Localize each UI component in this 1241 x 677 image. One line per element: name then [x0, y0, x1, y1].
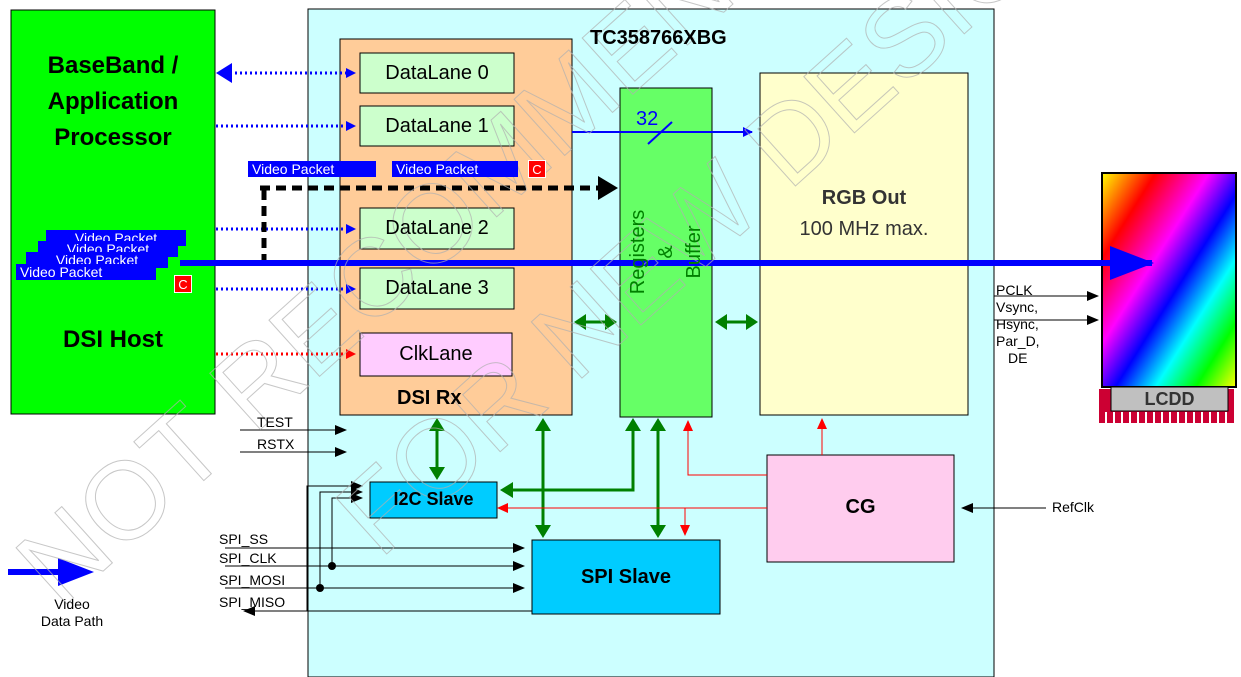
rgb-out-subtitle: 100 MHz max.: [799, 218, 929, 240]
pclk-signal: PCLK: [996, 282, 1033, 298]
packet-path-arrow: [598, 176, 618, 200]
lcd-signal-lines: [994, 291, 1099, 325]
lane-3: [359, 267, 515, 310]
host-line-3: Processor: [54, 124, 172, 151]
de-signal: DE: [1008, 350, 1028, 366]
c-marker-top: C: [528, 160, 546, 178]
i2c-block: [369, 481, 498, 519]
chip-title: TC358766XBG: [590, 27, 727, 49]
lane-1: [359, 105, 515, 147]
control-signals: [225, 425, 532, 616]
junction-1: [316, 584, 324, 592]
cg-label: CG: [845, 496, 876, 518]
junction-2: [328, 562, 336, 570]
lane-1-label: DataLane 1: [385, 115, 489, 137]
registers-line-3: Buffer: [683, 225, 705, 279]
test-signal: TEST: [257, 414, 293, 430]
c-marker-host: C: [174, 275, 192, 293]
green-links: [429, 314, 758, 538]
clk-lane: [359, 332, 513, 377]
bus-slash: [647, 121, 673, 145]
host-block: [10, 9, 216, 415]
lane-3-label: DataLane 3: [385, 277, 489, 299]
lane-2-label: DataLane 2: [385, 217, 489, 239]
spi-mosi-signal: SPI_MOSI: [219, 572, 286, 588]
registers-line-2: &: [655, 245, 677, 259]
rstx-signal: RSTX: [257, 436, 295, 452]
legend-line-1: Video: [54, 596, 90, 612]
dsi-rx-label: DSI Rx: [397, 387, 462, 409]
video-packet-top-1: Video Packet: [248, 161, 376, 177]
lcd-panel: [1099, 172, 1237, 423]
spi-miso-signal: SPI_MISO: [219, 594, 286, 610]
registers-block: [619, 87, 713, 418]
lane-0-label: DataLane 0: [385, 62, 489, 84]
lane-2: [359, 207, 515, 250]
video-packet-top-2: Video Packet: [392, 161, 518, 177]
spi-label: SPI Slave: [580, 566, 672, 588]
legend-arrowhead: [58, 558, 94, 586]
bus-width-label: 32: [636, 108, 659, 130]
clk-lane-label: ClkLane: [399, 343, 473, 365]
lcd-label: LCDD: [1144, 389, 1195, 409]
par-d-signal: Par_D,: [996, 333, 1040, 349]
hsync-signal: Hsync,: [996, 316, 1039, 332]
refclk-signal: RefClk: [1052, 499, 1095, 515]
rgb-out-title: RGB Out: [821, 187, 907, 209]
packet-path: [260, 185, 598, 262]
legend-line-2: Data Path: [40, 613, 104, 629]
dsi-host-label: DSI Host: [63, 326, 164, 353]
lane-links: [216, 63, 356, 359]
spi-clk-signal: SPI_CLK: [219, 550, 277, 566]
spi-block: [531, 539, 721, 615]
lane-0: [359, 52, 515, 94]
video-packet-stack-4: Video Packet: [16, 264, 156, 280]
host-line-2: Application: [47, 88, 179, 115]
host-line-1: BaseBand /: [47, 52, 179, 79]
clock-lines: [497, 418, 827, 536]
legend: Video Data Path: [22, 596, 122, 630]
i2c-label: I2C Slave: [393, 489, 474, 509]
host-label: BaseBand / Application Processor: [11, 48, 215, 156]
rgb-out-block: [759, 72, 969, 416]
vsync-signal: Vsync,: [996, 299, 1039, 315]
registers-line-1: Registers: [627, 209, 649, 295]
lcd-signals: PCLK Vsync, Hsync, Par_D, DE: [996, 282, 1058, 367]
spi-ss-signal: SPI_SS: [219, 531, 269, 547]
